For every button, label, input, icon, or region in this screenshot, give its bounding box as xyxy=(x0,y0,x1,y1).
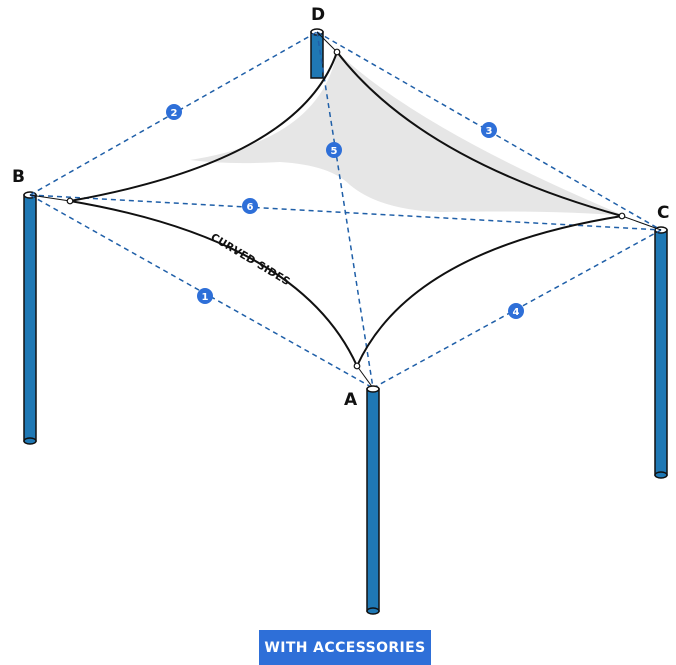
post-b xyxy=(23,191,37,445)
svg-text:1: 1 xyxy=(202,292,209,303)
ring-a xyxy=(353,362,361,370)
measure-badge-5: 5 xyxy=(326,142,342,158)
measure-badge-1: 1 xyxy=(197,288,213,304)
ring-b xyxy=(66,197,74,205)
corner-label-b: B xyxy=(12,167,25,187)
measure-badge-4: 4 xyxy=(508,303,524,319)
sail-edge-ba xyxy=(69,200,358,367)
measure-line-6 xyxy=(29,194,662,231)
with-accessories-button[interactable]: WITH ACCESSORIES xyxy=(259,630,431,665)
svg-text:2: 2 xyxy=(171,108,178,119)
measure-badge-3: 3 xyxy=(481,122,497,138)
svg-text:5: 5 xyxy=(331,146,338,157)
sail-shadow xyxy=(190,52,625,216)
corner-label-d: D xyxy=(311,5,325,25)
sail-edge-db xyxy=(69,51,338,202)
measure-line-5 xyxy=(316,31,374,389)
measure-line-1 xyxy=(29,194,374,389)
sail-edge-ca xyxy=(356,215,623,367)
sail-edge-dc xyxy=(336,51,623,217)
svg-text:4: 4 xyxy=(513,307,520,318)
curved-sides-label: CURVED SIDES xyxy=(208,231,292,288)
corner-label-a: A xyxy=(344,390,358,410)
ring-d xyxy=(333,48,341,56)
post-c xyxy=(654,226,668,479)
ring-c xyxy=(618,212,626,220)
post-a xyxy=(366,385,380,615)
svg-text:3: 3 xyxy=(486,126,493,137)
svg-text:6: 6 xyxy=(247,202,254,213)
corner-label-c: C xyxy=(657,203,669,223)
measure-badge-6: 6 xyxy=(242,198,258,214)
measure-badge-2: 2 xyxy=(166,104,182,120)
